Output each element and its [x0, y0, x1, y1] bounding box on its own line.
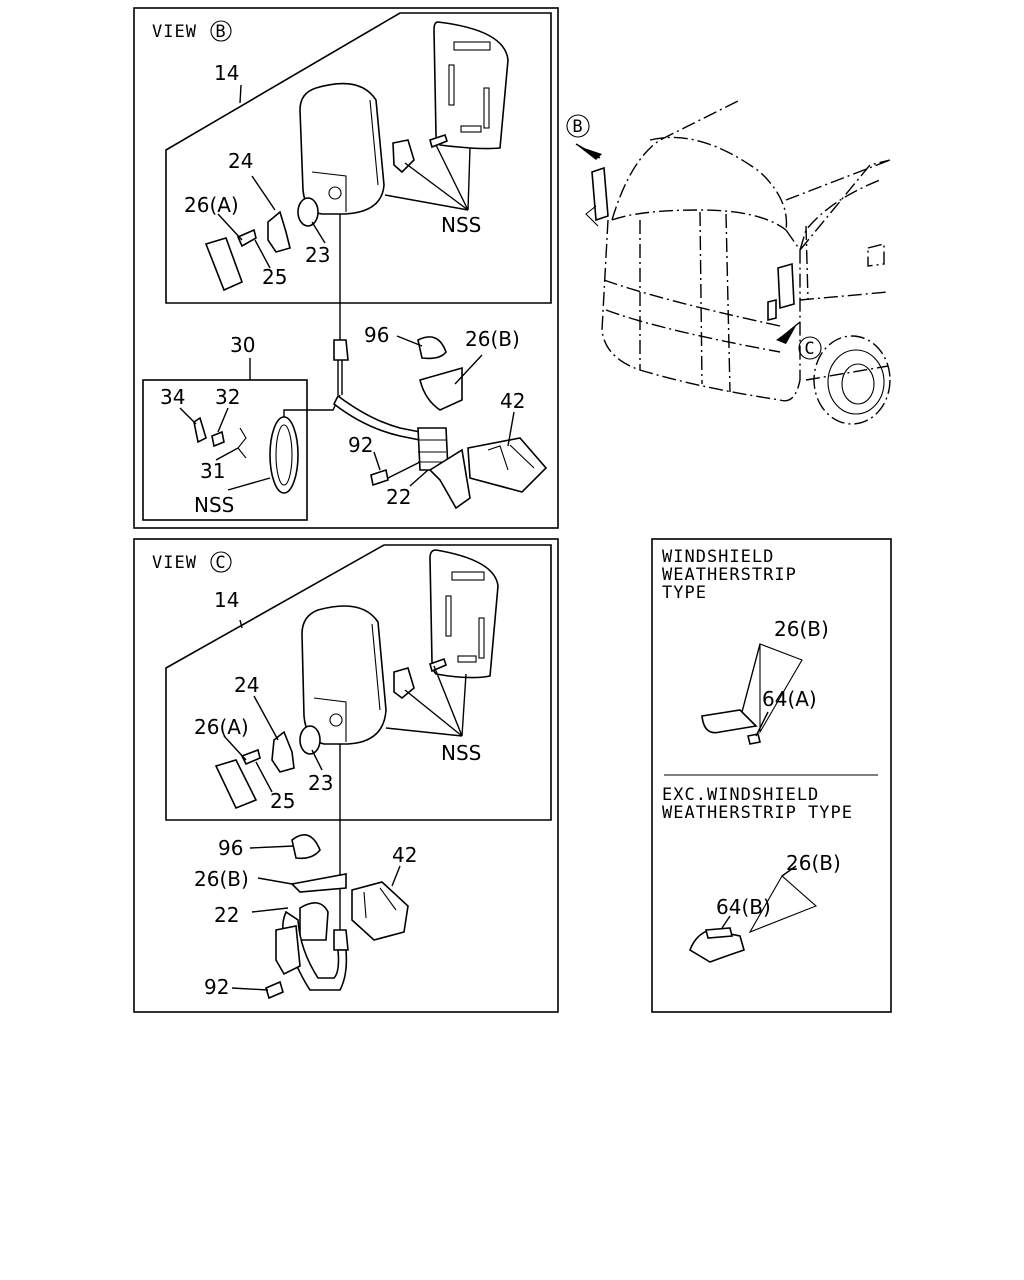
part-96-cap-c	[291, 834, 321, 860]
label-nss-c: NSS	[441, 741, 481, 765]
mirror-ring	[269, 416, 299, 494]
label-25: 25	[262, 265, 287, 289]
truck-mirror-right	[777, 262, 795, 310]
view-b-marker: B	[215, 22, 226, 42]
label-96-c: 96	[218, 836, 243, 860]
ws-leader-triangle	[759, 643, 803, 735]
glass-screw	[429, 133, 448, 149]
glass-bracket-c	[393, 667, 415, 700]
mirror-stay-arm	[332, 394, 471, 510]
mirror-head-c	[301, 605, 387, 745]
label-32: 32	[215, 385, 240, 409]
mirror-head	[299, 82, 385, 215]
label-23-c: 23	[308, 771, 333, 795]
view-b-frame	[133, 7, 559, 529]
cable-connector-c	[333, 929, 349, 951]
mirror-glass	[433, 21, 509, 150]
view-b-mirror-box	[165, 12, 552, 304]
label-14-c: 14	[214, 588, 239, 612]
exc-part-26b	[689, 929, 745, 963]
label-92-c: 92	[204, 975, 229, 999]
part-23-cap-c	[299, 725, 321, 755]
part-34-clip	[193, 416, 207, 444]
label-25-c: 25	[270, 789, 295, 813]
truck-marker-c-circle	[798, 336, 822, 360]
label-26b-c: 26(B)	[194, 867, 249, 891]
label-64a: 64(A)	[762, 687, 817, 711]
view-c-title: VIEW	[152, 553, 197, 573]
label-26b: 26(B)	[465, 327, 520, 351]
truck-marker-b-circle	[566, 114, 590, 138]
part-42-bracket-c	[351, 881, 409, 941]
label-64b: 64(B)	[716, 895, 771, 919]
label-26a: 26(A)	[184, 193, 239, 217]
part-24-cover	[267, 210, 291, 253]
part-92-bolt-c	[265, 980, 284, 1000]
truck-overview: B C	[566, 99, 891, 425]
truck-marker-c: C	[804, 339, 815, 359]
exc-type-line-1: EXC.WINDSHIELD	[662, 785, 819, 805]
label-24: 24	[228, 149, 253, 173]
view-b-marker-circle	[210, 20, 232, 42]
view-b-title: VIEW	[152, 22, 197, 42]
label-96: 96	[364, 323, 389, 347]
part-26b-cover-c	[290, 873, 347, 893]
ws-part-26b	[701, 709, 758, 734]
label-14: 14	[214, 61, 239, 85]
part-30-box	[142, 379, 308, 521]
part-26a-cover-c	[214, 759, 258, 810]
exc-leader-triangle	[748, 875, 818, 934]
label-26a-c: 26(A)	[194, 715, 249, 739]
part-23-cap	[297, 197, 319, 227]
label-nss-b2: NSS	[194, 493, 234, 517]
label-nss-b: NSS	[441, 213, 481, 237]
arrow-b	[578, 146, 602, 160]
ws-part-64a	[747, 733, 761, 745]
label-42: 42	[500, 389, 525, 413]
mirror-glass-c	[429, 549, 499, 679]
part-25-screw-c	[240, 748, 261, 766]
part-26a-cover	[204, 237, 244, 292]
label-30: 30	[230, 333, 255, 357]
view-c-marker-circle	[210, 551, 232, 573]
view-c-mirror-box	[165, 544, 552, 821]
view-c-panel: VIEW C 14 24 26(A) 25	[133, 538, 559, 1013]
truck-mirror-left	[591, 166, 609, 222]
cable-connector	[333, 339, 349, 361]
label-22-c: 22	[214, 903, 239, 927]
label-exc-26b: 26(B)	[786, 851, 841, 875]
label-42-c: 42	[392, 843, 417, 867]
part-92-bolt	[370, 468, 389, 487]
label-34: 34	[160, 385, 185, 409]
ws-type-line-2: WEATHERSTRIP	[662, 565, 797, 585]
arrow-c	[776, 326, 796, 344]
ws-type-line-3: TYPE	[662, 583, 707, 603]
ws-type-line-1: WINDSHIELD	[662, 547, 774, 567]
part-25-screw	[236, 228, 257, 248]
view-c-marker: C	[215, 553, 226, 573]
mirror-stay-arm-c	[275, 902, 348, 991]
label-ws-26b: 26(B)	[774, 617, 829, 641]
label-24-c: 24	[234, 673, 259, 697]
label-31: 31	[200, 459, 225, 483]
truck-marker-b: B	[572, 117, 583, 137]
exc-part-64b	[704, 927, 734, 939]
view-b-panel: VIEW B	[133, 7, 559, 529]
part-42-bracket	[467, 437, 548, 493]
weatherstrip-frame	[651, 538, 892, 1013]
label-23: 23	[305, 243, 330, 267]
part-32-screw	[211, 430, 225, 448]
view-c-frame	[133, 538, 559, 1013]
part-24-cover-c	[271, 730, 295, 773]
part-96-cap	[417, 336, 447, 360]
weatherstrip-panel: WINDSHIELD WEATHERSTRIP TYPE 26(B) 64(A)…	[651, 538, 892, 1013]
label-92: 92	[348, 433, 373, 457]
glass-screw-c	[429, 657, 447, 673]
exc-type-line-2: WEATHERSTRIP TYPE	[662, 803, 853, 823]
part-26b-cover	[419, 366, 463, 411]
label-22: 22	[386, 485, 411, 509]
